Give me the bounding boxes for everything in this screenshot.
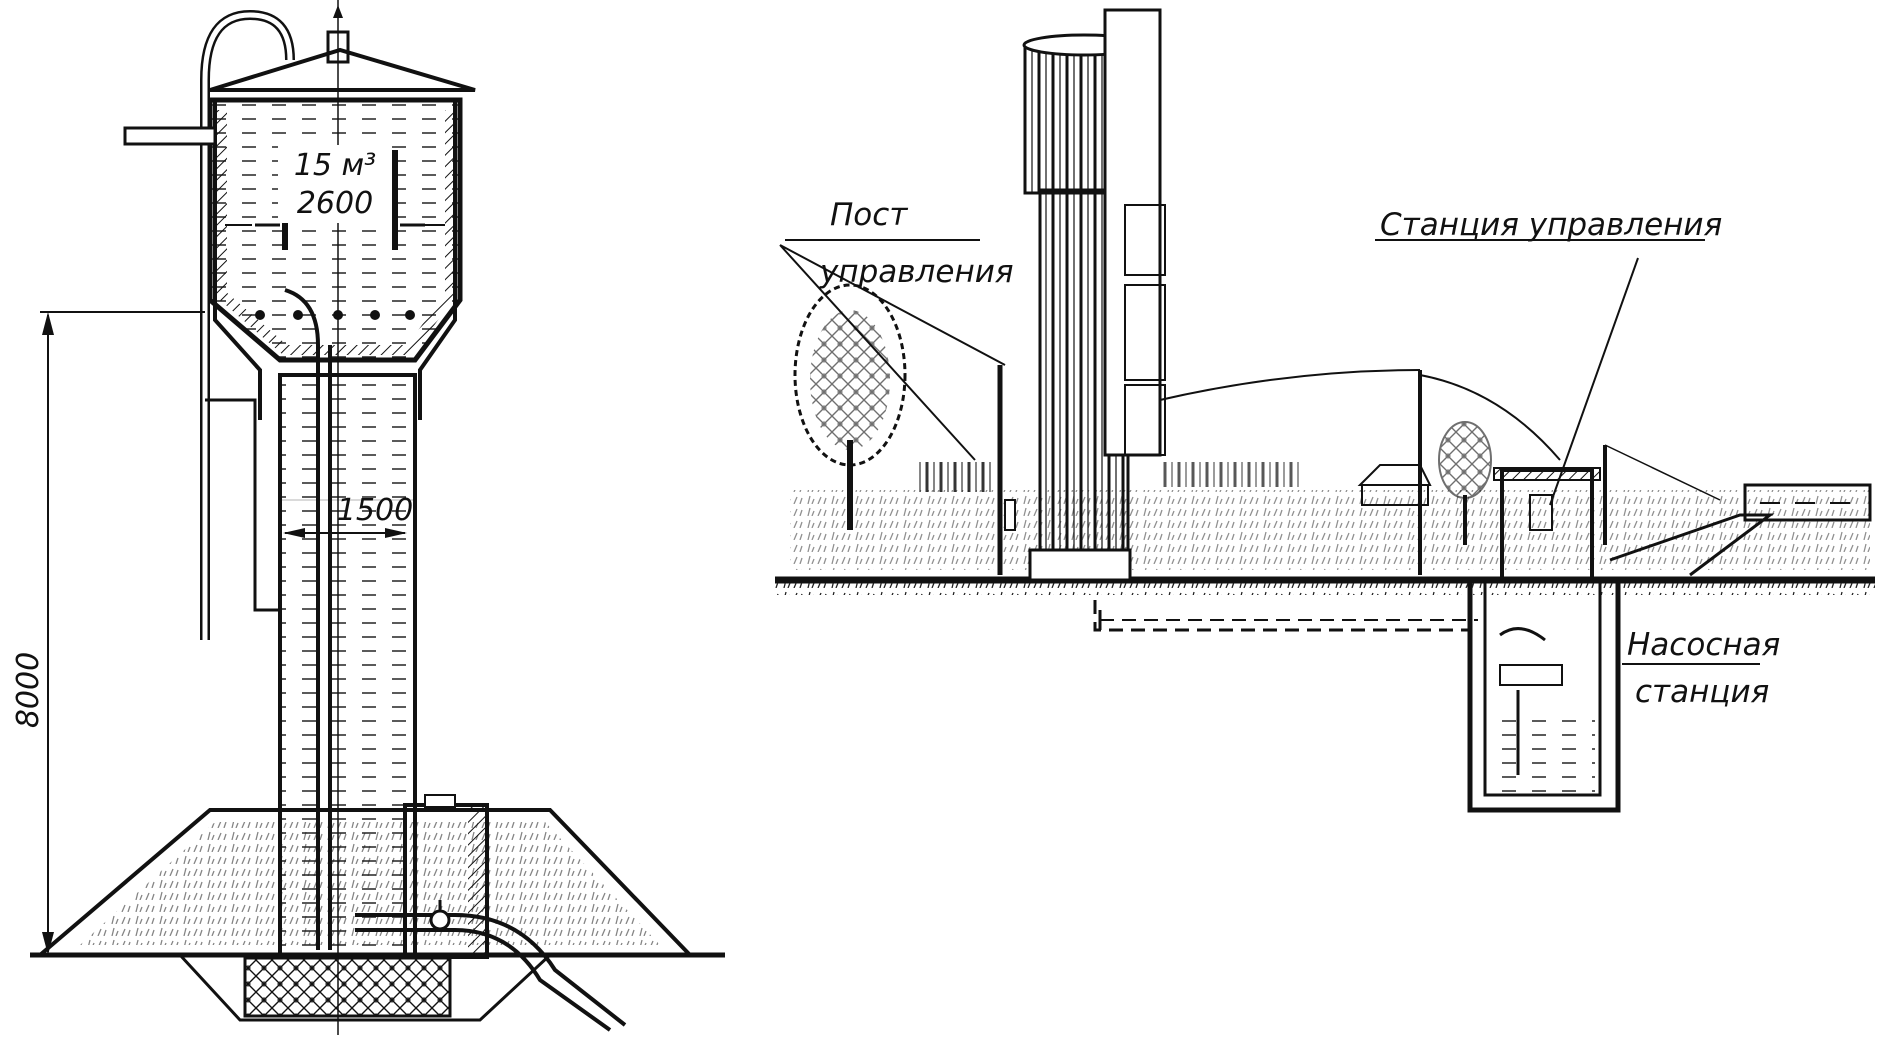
pump-station-pit bbox=[1467, 583, 1621, 813]
tank-roof bbox=[209, 47, 476, 92]
tank-diameter-label: 2600 bbox=[297, 186, 373, 221]
tank-capacity-label: 15 м³ bbox=[294, 148, 376, 183]
site-scene: Пост управления Станция управления Насос… bbox=[775, 8, 1875, 813]
control-post-label-line1: Пост bbox=[830, 197, 908, 233]
control-station-label: Станция управления bbox=[1380, 207, 1722, 243]
shaft-dimension bbox=[283, 528, 407, 538]
shaft-diameter-label: 1500 bbox=[337, 493, 413, 528]
pump-station-label-line2: станция bbox=[1635, 674, 1769, 710]
riser-pipe bbox=[284, 288, 320, 950]
inlet-pipe bbox=[355, 928, 612, 1032]
buried-cable bbox=[1093, 600, 1470, 632]
height-label: 8000 bbox=[11, 652, 46, 728]
tower-section: 8000 1500 15 м³ 2600 bbox=[11, 0, 725, 1035]
foundation bbox=[243, 956, 452, 1018]
valve-icon bbox=[429, 909, 451, 931]
road bbox=[1609, 513, 1775, 577]
tree-right bbox=[1438, 421, 1492, 499]
house bbox=[1357, 464, 1432, 506]
height-dimension bbox=[40, 311, 205, 955]
long-building bbox=[1743, 483, 1872, 522]
control-station-booth bbox=[1493, 467, 1601, 582]
tower-shaft bbox=[278, 373, 417, 959]
control-post-label-line2: управления bbox=[819, 254, 1014, 290]
pump-station-label-line1: Насосная bbox=[1627, 627, 1780, 663]
water-tower bbox=[1022, 8, 1166, 630]
